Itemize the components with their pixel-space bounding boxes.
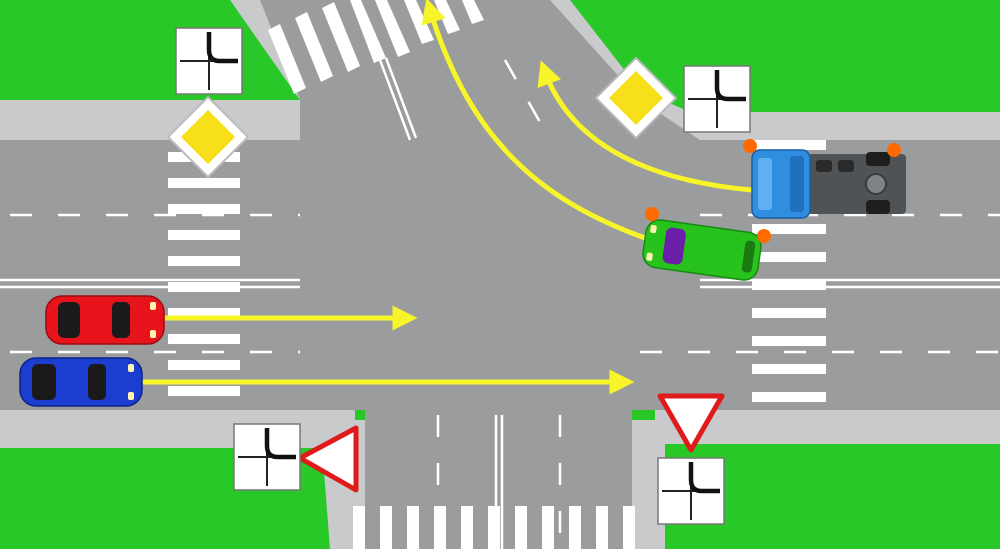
truck-left-blinkers	[743, 139, 901, 157]
lane-markings	[0, 57, 1000, 549]
main-road-sign-top-left	[166, 95, 250, 179]
road-layout-plate-top-right	[683, 65, 751, 133]
green-car-arrow	[421, 0, 648, 241]
main-road-sign-top-right	[594, 56, 678, 140]
road-layout-plate-bottom-right	[657, 457, 725, 525]
road-layout-plate-bottom-left	[233, 423, 301, 491]
green-car	[642, 219, 762, 281]
crosswalk-north	[268, 0, 484, 94]
crosswalk-south	[353, 506, 635, 549]
blue-car	[19, 357, 143, 407]
give-way-sign-bottom-right	[657, 393, 725, 453]
green-car-left-blinkers	[645, 207, 771, 243]
red-car	[45, 295, 165, 345]
truck-arrow	[537, 60, 755, 193]
truck	[751, 149, 906, 219]
road-layout-plate-top-left	[175, 27, 243, 95]
trajectory-arrows	[139, 0, 755, 395]
give-way-sign-bottom-left	[297, 425, 359, 493]
